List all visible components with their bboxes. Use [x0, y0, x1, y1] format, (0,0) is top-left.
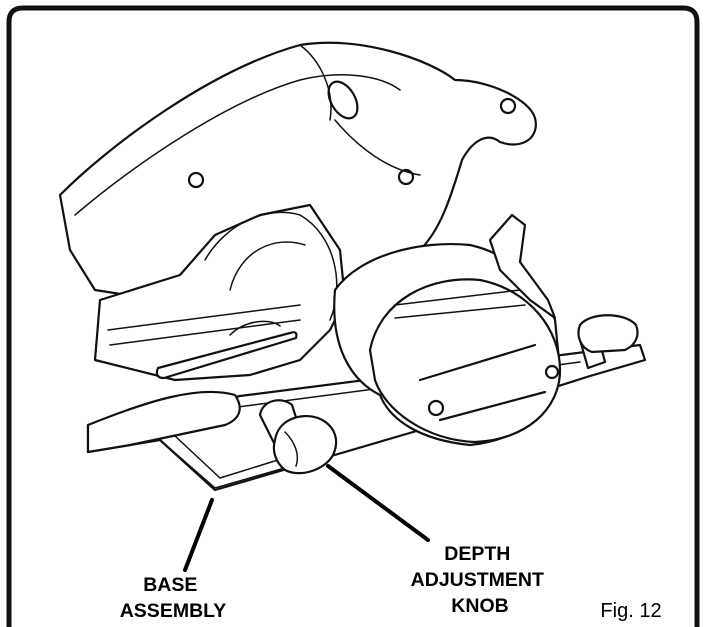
- depth-adjustment-knob: [258, 399, 338, 475]
- figure-frame: [6, 5, 700, 627]
- depth-knob-line-1: DEPTH: [444, 543, 510, 565]
- depth-knob-leader: [326, 464, 430, 542]
- saw-housing: [58, 41, 537, 312]
- bevel-bracket: [488, 213, 557, 320]
- depth-knob-label: DEPTH ADJUSTMENT KNOB: [411, 543, 550, 617]
- guard-slot: [155, 331, 298, 380]
- depth-knob-line-3: KNOB: [451, 595, 508, 617]
- figure-number: Fig. 12: [600, 600, 661, 622]
- handle-slot: [327, 80, 359, 120]
- base-assembly-line-2: ASSEMBLY: [120, 600, 227, 622]
- base-assembly-leader: [183, 498, 214, 572]
- depth-knob-line-2: ADJUSTMENT: [411, 569, 544, 591]
- base-assembly-line-1: BASE: [143, 574, 197, 596]
- bevel-knob: [577, 314, 639, 370]
- base-assembly-label: BASE ASSEMBLY: [120, 574, 227, 622]
- saw-illustration: [58, 41, 647, 492]
